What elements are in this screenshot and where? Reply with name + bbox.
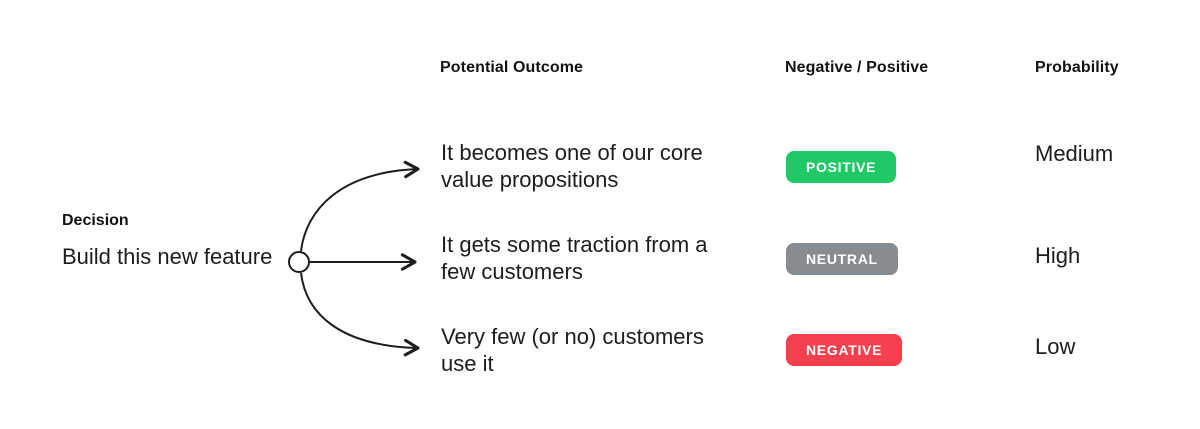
sentiment-badge-negative: NEGATIVE (786, 334, 903, 366)
probability-value: Low (1035, 334, 1076, 359)
sentiment-badge-positive: POSITIVE (786, 151, 897, 183)
outcome-text: Very few (or no) customers use it (441, 324, 704, 376)
sentiment-badge-neutral: NEUTRAL (786, 243, 898, 275)
outcome-text: It becomes one of our core value proposi… (441, 140, 703, 192)
decision-node-circle (288, 251, 310, 273)
column-header-negative-positive: Negative / Positive (785, 59, 929, 76)
probability-value: High (1035, 243, 1081, 268)
outcome-text: It gets some traction from a few custome… (441, 232, 708, 284)
column-header-probability: Probability (1035, 59, 1119, 76)
branch-arrow-bottom (300, 272, 420, 357)
branch-arrow-top (300, 160, 420, 252)
probability-value: Medium (1035, 141, 1114, 166)
column-header-potential-outcome: Potential Outcome (440, 59, 584, 76)
decision-label: Decision (62, 212, 129, 229)
branch-arrows-graphic (288, 160, 420, 357)
decision-text: Build this new feature (62, 244, 273, 269)
